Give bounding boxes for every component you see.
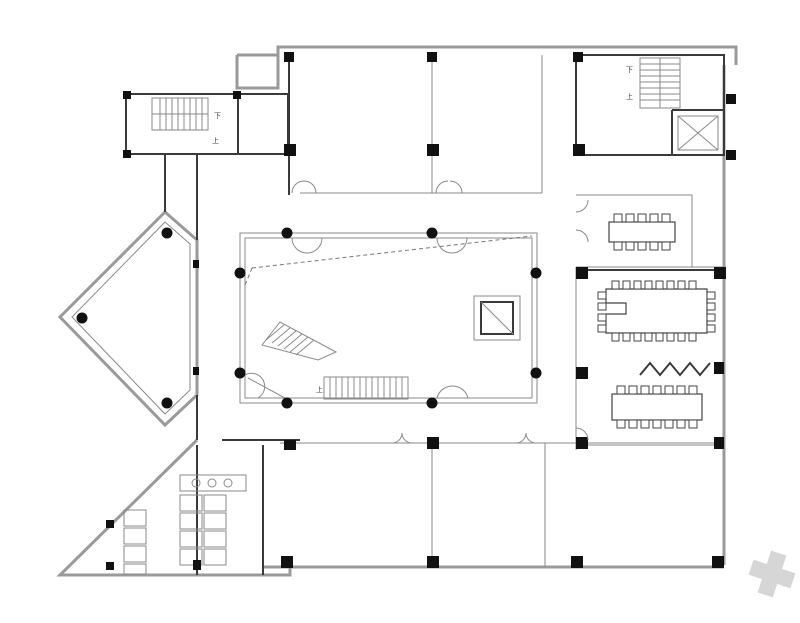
round-columns: [76, 227, 542, 409]
atrium: 上: [239, 232, 538, 404]
stair-label-up-atrium: 上: [316, 385, 323, 394]
plus-icon: [748, 550, 796, 598]
doors: [291, 180, 589, 444]
partitions: [222, 54, 725, 567]
structural-columns: [106, 52, 736, 570]
atrium-stair-treads-lower: [329, 377, 403, 399]
meeting-table-lower: [611, 385, 703, 429]
stair-label-up-right: 上: [626, 92, 633, 101]
stair-label-down-left: 下: [214, 112, 221, 120]
restroom-fixtures: [123, 474, 247, 575]
stair-right: 下 上: [626, 57, 681, 109]
stair-left: 下 上: [151, 97, 221, 145]
folding-partition: [639, 361, 711, 377]
meeting-table-ring: [597, 280, 716, 342]
stair-label-down-right: 下: [626, 66, 633, 74]
atrium-stair-treads-upper: [265, 324, 315, 356]
meeting-table-small: [608, 213, 676, 251]
stair-label-up-left: 上: [212, 136, 219, 145]
